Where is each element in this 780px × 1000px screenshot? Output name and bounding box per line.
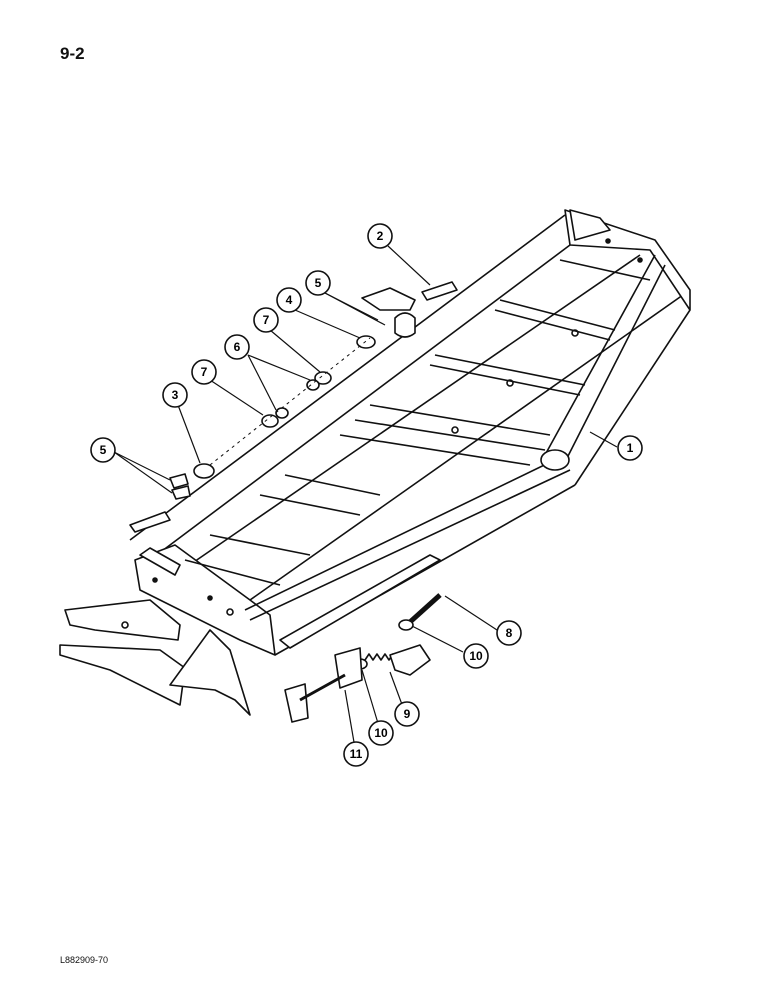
callout-4: 4 bbox=[276, 287, 302, 313]
callout-5-lower: 5 bbox=[90, 437, 116, 463]
callout-8: 8 bbox=[496, 620, 522, 646]
callout-7-upper: 7 bbox=[253, 307, 279, 333]
callout-10-left: 10 bbox=[368, 720, 394, 746]
callout-2: 2 bbox=[367, 223, 393, 249]
callout-5-upper: 5 bbox=[305, 270, 331, 296]
callout-10-right: 10 bbox=[463, 643, 489, 669]
main-frame bbox=[129, 209, 691, 656]
svg-text:5: 5 bbox=[100, 443, 107, 457]
svg-text:11: 11 bbox=[350, 747, 363, 761]
svg-text:10: 10 bbox=[374, 726, 388, 740]
svg-text:10: 10 bbox=[469, 649, 483, 663]
exploded-hardware bbox=[129, 281, 458, 723]
page-number: 9-2 bbox=[60, 44, 85, 63]
svg-text:2: 2 bbox=[377, 229, 384, 243]
svg-text:9: 9 bbox=[404, 707, 411, 721]
hitch-stand-parts bbox=[59, 599, 251, 716]
svg-text:7: 7 bbox=[263, 313, 270, 327]
callout-6: 6 bbox=[224, 334, 250, 360]
callout-group: 1 2 3 4 5 5 6 7 bbox=[90, 223, 643, 767]
svg-text:5: 5 bbox=[315, 276, 322, 290]
callout-11: 11 bbox=[343, 741, 369, 767]
figure-code: L882909-70 bbox=[60, 955, 109, 965]
svg-text:8: 8 bbox=[506, 626, 513, 640]
svg-text:7: 7 bbox=[201, 365, 208, 379]
callout-3: 3 bbox=[162, 382, 188, 408]
svg-text:4: 4 bbox=[286, 293, 293, 307]
callout-1: 1 bbox=[617, 435, 643, 461]
svg-text:1: 1 bbox=[627, 441, 634, 455]
callout-7-lower: 7 bbox=[191, 359, 217, 385]
leader-lines bbox=[113, 245, 618, 749]
svg-text:6: 6 bbox=[234, 340, 241, 354]
callout-9: 9 bbox=[394, 701, 420, 727]
svg-text:3: 3 bbox=[172, 388, 179, 402]
